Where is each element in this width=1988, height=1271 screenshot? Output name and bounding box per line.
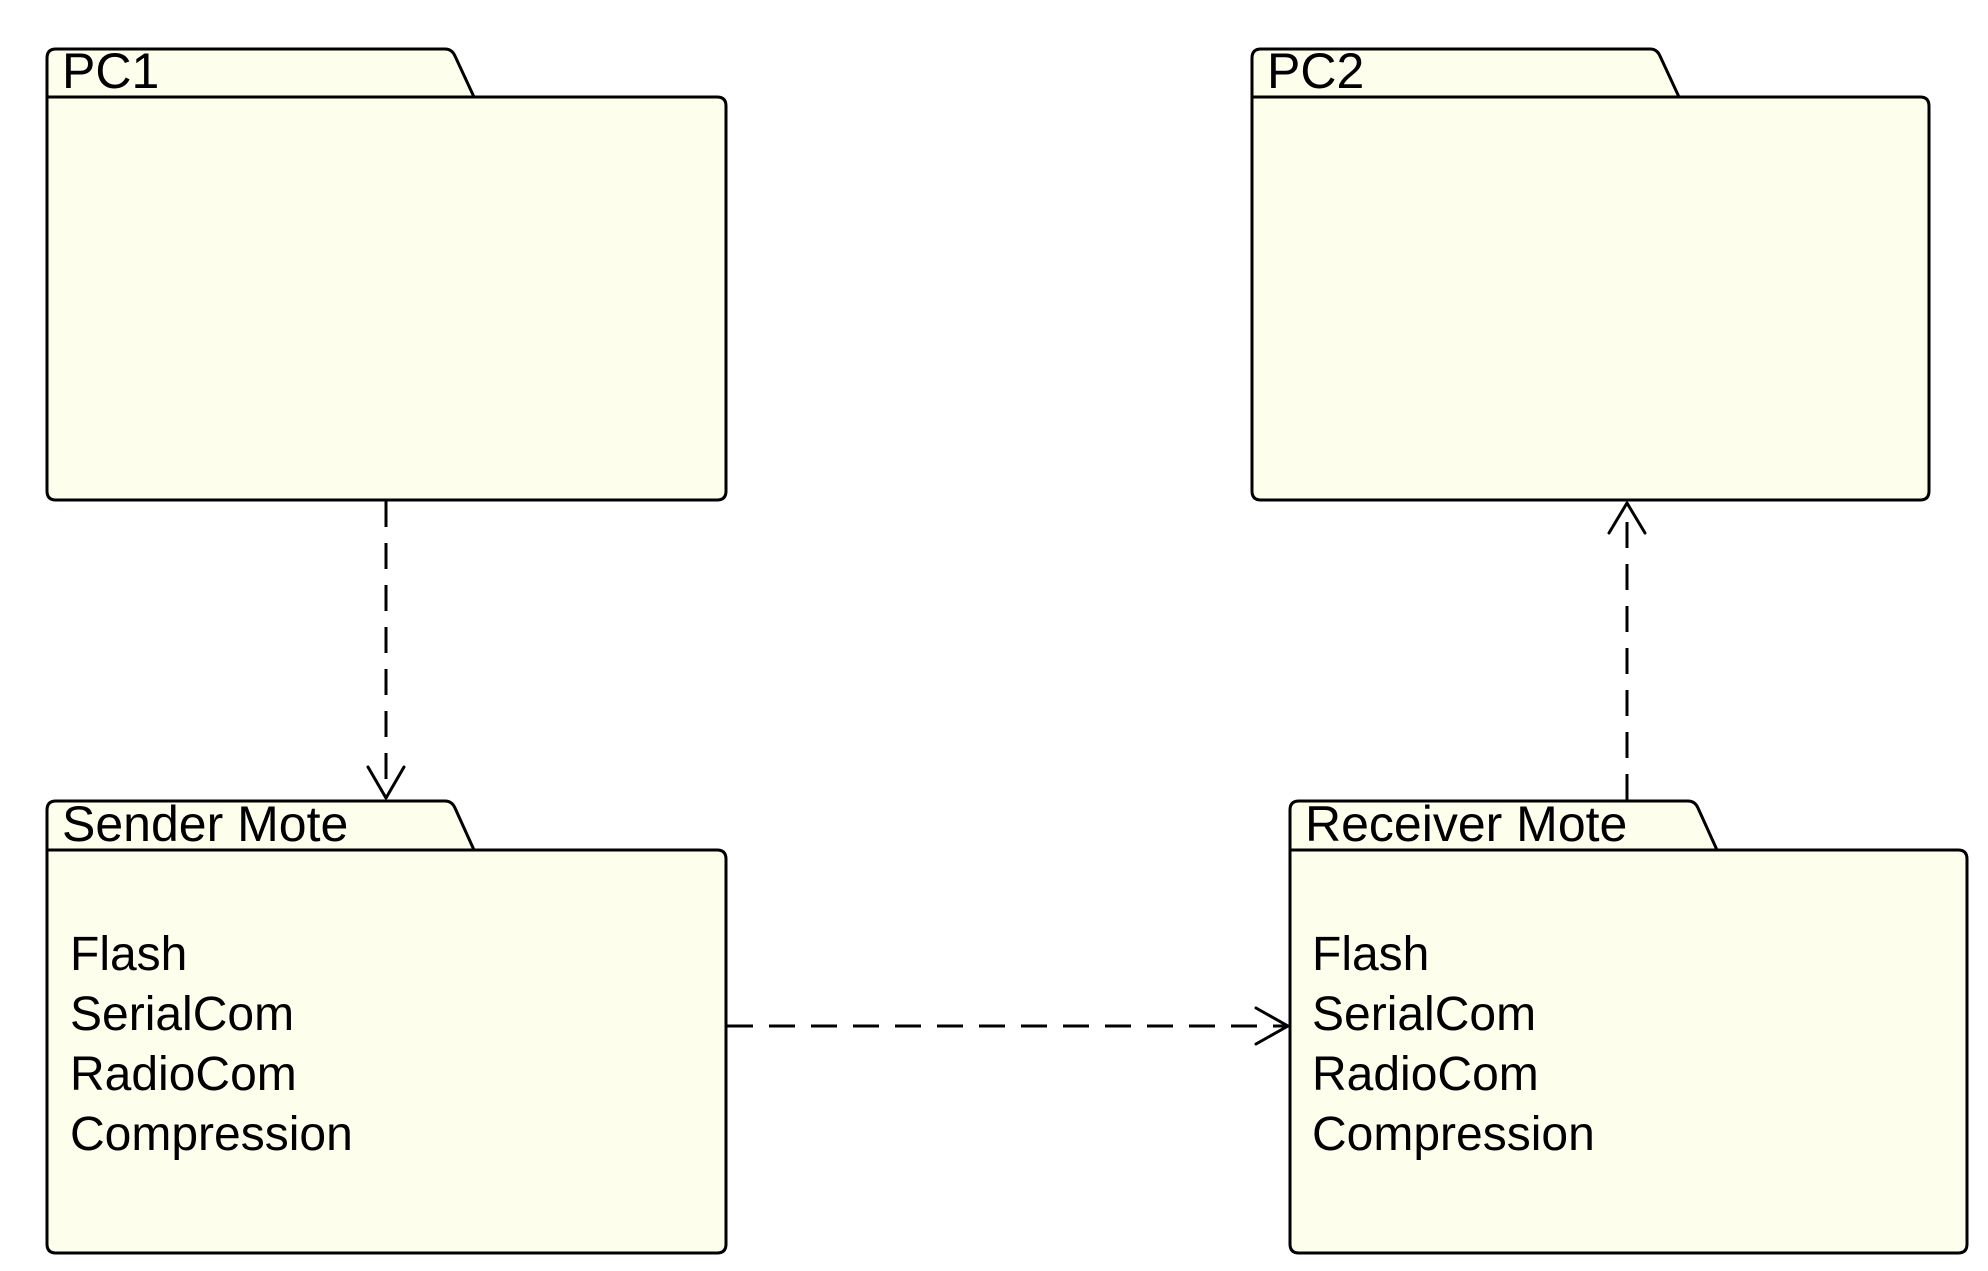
package-pc1[interactable]: PC1: [45, 43, 728, 502]
sender-member-serialcom: SerialCom: [70, 988, 294, 1041]
package-pc2-name: PC2: [1267, 43, 1364, 99]
package-sender-mote-name: Sender Mote: [62, 796, 348, 852]
dependency-receiver-mote-to-pc2[interactable]: [1607, 501, 1647, 800]
package-receiver-mote-name: Receiver Mote: [1305, 796, 1627, 852]
package-sender-mote-shape: [45, 799, 728, 1255]
receiver-member-compression: Compression: [1312, 1108, 1595, 1161]
open-arrowhead-icon: [366, 765, 406, 800]
open-arrowhead-icon: [1254, 1006, 1290, 1046]
package-receiver-mote[interactable]: Receiver Mote Flash SerialCom RadioCom C…: [1288, 796, 1969, 1255]
dependency-pc1-to-sender-mote[interactable]: [366, 501, 406, 800]
package-pc2[interactable]: PC2: [1250, 43, 1931, 502]
sender-member-radiocom: RadioCom: [70, 1048, 297, 1101]
package-receiver-mote-shape: [1288, 799, 1969, 1255]
receiver-member-radiocom: RadioCom: [1312, 1048, 1539, 1101]
receiver-member-serialcom: SerialCom: [1312, 988, 1536, 1041]
package-sender-mote[interactable]: Sender Mote Flash SerialCom RadioCom Com…: [45, 796, 728, 1255]
sender-member-flash: Flash: [70, 928, 187, 981]
dependency-sender-to-receiver-mote[interactable]: [727, 1006, 1290, 1046]
receiver-member-flash: Flash: [1312, 928, 1429, 981]
package-pc2-shape: [1250, 47, 1931, 502]
sender-member-compression: Compression: [70, 1108, 353, 1161]
open-arrowhead-icon: [1607, 501, 1647, 535]
package-pc1-shape: [45, 47, 728, 502]
package-pc1-name: PC1: [62, 43, 159, 99]
